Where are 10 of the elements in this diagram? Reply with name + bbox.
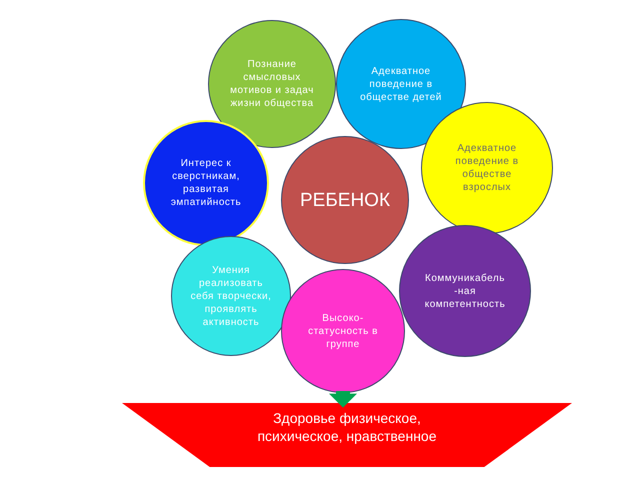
node-text: Интерес к сверстникам, развитая эмпатийность (170, 157, 242, 209)
node-text: Здоровье физическое, психическое, нравственное (256, 409, 438, 445)
node-text: Высоко- статусность в группе (307, 312, 379, 350)
node-text: РЕБЕНОК (298, 188, 392, 212)
node-text: Адекватное поведение в обществе взрослых (454, 142, 520, 194)
node-text: Познание смысловых мотивов и задач жизни общества (229, 58, 315, 110)
node-text: Умения реализовать себя творчески, проявлять активность (190, 264, 272, 328)
arrow (329, 391, 357, 408)
node-text: Адекватное поведение в обществе детей (359, 64, 443, 104)
node-text: Коммуникабель -ная компетентность (424, 272, 506, 310)
